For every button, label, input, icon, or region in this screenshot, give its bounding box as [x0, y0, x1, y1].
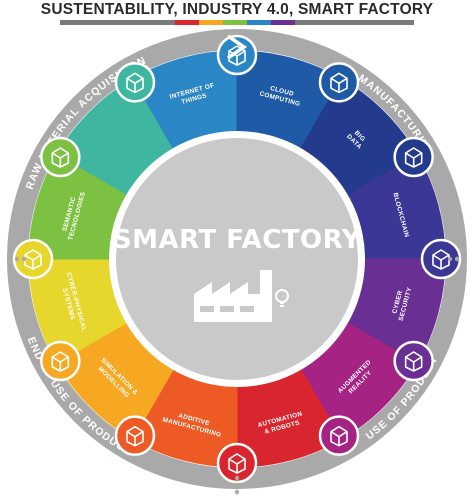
- title-underline-orange: [199, 20, 223, 25]
- title-underline: [60, 20, 414, 25]
- iot-cube-icon: [216, 34, 258, 76]
- page-title: SUSTENTABILITY, INDUSTRY 4.0, SMART FACT…: [40, 1, 434, 18]
- shield-monitor-icon: [318, 415, 360, 456]
- cubes-icon: [393, 340, 434, 382]
- center-disc: [116, 138, 358, 380]
- ring-dot: [7, 256, 13, 262]
- title-underline-red: [175, 20, 199, 25]
- robot-icon: [114, 415, 156, 456]
- ring-dot: [234, 482, 240, 488]
- gear-cube-icon: [12, 238, 54, 280]
- title-underline-gray-left: [60, 20, 175, 25]
- ring-dot: [21, 256, 27, 262]
- factory-icon: [194, 270, 289, 322]
- ring-dot: [234, 489, 240, 495]
- title-underline-blue: [247, 20, 271, 25]
- cube-plus-icon: [40, 340, 81, 382]
- monitor-cloud-icon: [393, 136, 434, 178]
- technology-segments: [28, 50, 446, 468]
- title-underline-purple: [271, 20, 295, 25]
- ring-dot: [461, 256, 467, 262]
- cloud-network-icon: [318, 62, 360, 103]
- ring-dot: [454, 256, 460, 262]
- title-underline-green: [223, 20, 247, 25]
- 3d-cube-icon: [114, 62, 156, 103]
- ar-cube-icon: [216, 442, 258, 484]
- ring-arrow-icon: [227, 34, 248, 60]
- ring-dots: [7, 256, 467, 495]
- ring-dot: [234, 475, 240, 481]
- title-underline-gray-right: [295, 20, 414, 25]
- wireless-cube-icon: [40, 136, 81, 178]
- folder-icon: [420, 238, 462, 280]
- ring-dot: [447, 256, 453, 262]
- ring-dot: [14, 256, 20, 262]
- center-title: SMART FACTORY: [113, 225, 362, 255]
